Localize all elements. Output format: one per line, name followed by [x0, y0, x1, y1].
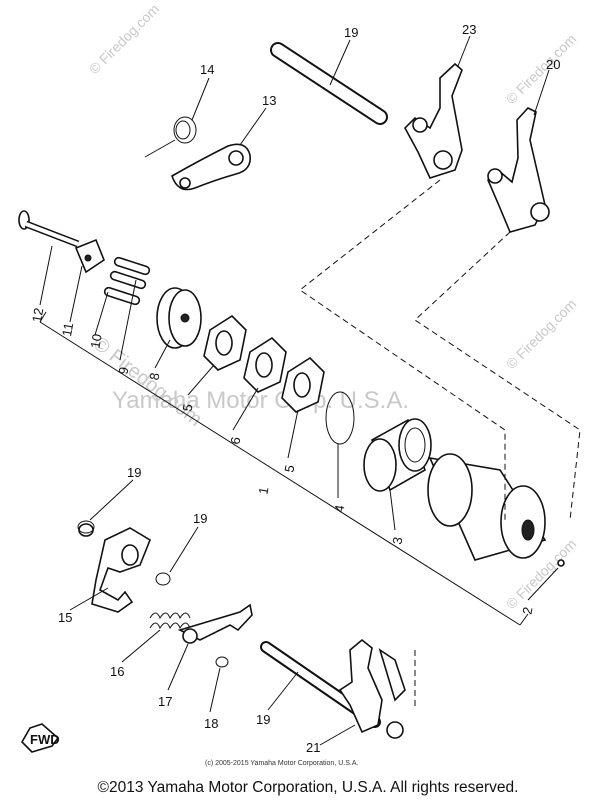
callouts: 19 23 20 14 13 12 11 10 9 8 5 6 5 4 3 1 …	[29, 22, 560, 755]
callout-5a: 5	[180, 403, 196, 413]
assembly-baseline	[39, 311, 529, 626]
shift-fork-21	[487, 107, 550, 233]
pawl-16	[177, 603, 253, 644]
callout-1: 1	[255, 486, 271, 496]
callout-6: 6	[227, 436, 243, 446]
callout-5b: 5	[281, 464, 297, 474]
dashed-guides	[299, 179, 581, 710]
callout-3: 3	[389, 536, 405, 546]
callout-20: 19	[344, 25, 358, 40]
callout-2: 2	[519, 606, 535, 616]
leader-lines	[39, 35, 559, 746]
bearing-3	[363, 418, 432, 492]
washer-19a	[77, 520, 95, 534]
callout-10: 11	[59, 322, 76, 338]
washer-19b	[155, 572, 171, 586]
torsion-spring-13	[144, 116, 197, 158]
small-copyright: (c) 2005-2015 Yamaha Motor Corporation, …	[205, 760, 358, 767]
callout-13: 14	[200, 62, 214, 77]
footer-copyright: ©2013 Yamaha Motor Corporation, U.S.A. A…	[97, 779, 519, 796]
stopper-lever-12	[171, 143, 252, 191]
watermark-site: © Firedog.com	[86, 1, 162, 77]
shift-arm-14	[78, 523, 151, 613]
shift-fork-22	[338, 638, 406, 739]
shift-cam-drum	[427, 453, 565, 567]
clip-17	[215, 656, 229, 668]
segment-plate-10	[74, 238, 105, 274]
shift-fork-guide-bar	[270, 42, 388, 125]
callout-22: 21	[306, 740, 320, 755]
callout-4: 4	[331, 504, 347, 514]
shift-fork-23	[404, 62, 463, 179]
watermark-site: © Firedog.com	[503, 31, 579, 107]
callout-9: 10	[87, 333, 104, 350]
callout-19a: 19	[127, 465, 141, 480]
bolt-11	[18, 210, 80, 248]
callout-16: 17	[158, 694, 172, 709]
spring-15	[149, 612, 191, 630]
callout-8: 9	[115, 366, 131, 376]
callout-17: 18	[204, 716, 218, 731]
callout-15: 16	[110, 664, 124, 679]
callout-21: 20	[546, 57, 560, 72]
callout-18: 19	[256, 712, 270, 727]
callout-23: 23	[462, 22, 476, 37]
callout-12: 13	[262, 93, 276, 108]
washer-plates	[203, 314, 325, 413]
callout-7: 8	[146, 372, 162, 382]
callout-14: 15	[58, 610, 72, 625]
circlip-4	[325, 391, 355, 445]
callout-11: 12	[29, 307, 46, 324]
fwd-label: FWD	[30, 732, 60, 747]
watermark-site: © Firedog.com	[503, 296, 579, 372]
dowel-pins-8-9	[103, 256, 151, 306]
callout-19b: 19	[193, 511, 207, 526]
segment-7	[156, 287, 202, 349]
fwd-arrow: FWD	[21, 723, 60, 753]
